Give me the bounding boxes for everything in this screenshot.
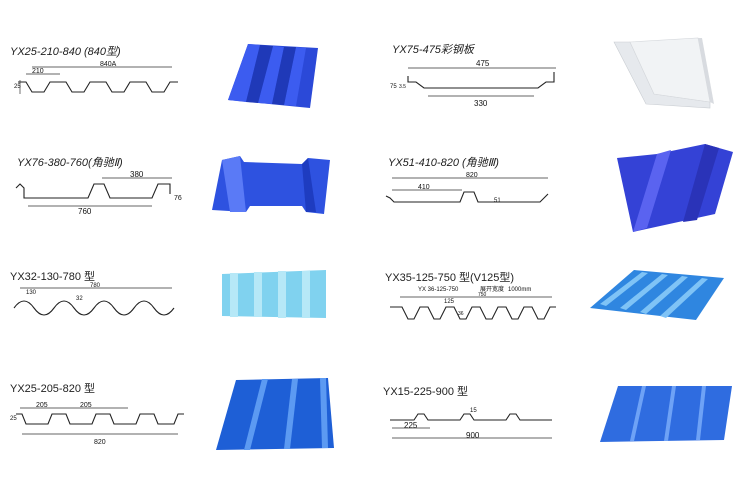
dimension-label: 51 xyxy=(494,198,501,204)
product-title: YX15-225-900 型 xyxy=(383,386,468,398)
dimension-label: 205 xyxy=(80,402,92,409)
dimension-label: 225 xyxy=(404,421,418,430)
product-title: YX75-475彩钢板 xyxy=(392,44,474,56)
dimension-label: 410 xyxy=(418,184,430,191)
profile-diagram: YX 36-125-750 展开宽度 1000mm 125 750 36 xyxy=(390,285,556,320)
dimension-label: 3.5 xyxy=(399,84,406,90)
dimension-label: YX 36-125-750 xyxy=(418,287,459,293)
profile-diagram: 380 760 76 xyxy=(15,170,182,216)
profile-diagram: 205 205 25 820 xyxy=(10,402,184,446)
dimension-label: 820 xyxy=(94,439,106,446)
dimension-label: 36 xyxy=(458,311,464,317)
dimension-label: 380 xyxy=(130,170,144,179)
dimension-label: 900 xyxy=(466,431,480,440)
dimension-label: 780 xyxy=(90,283,101,289)
dimension-label: 展开宽度 xyxy=(480,285,504,293)
product-title: YX25-205-820 型 xyxy=(10,383,95,395)
dimension-label: 75 xyxy=(390,84,397,90)
dimension-label: 76 xyxy=(174,195,182,202)
profile-diagram: 840A 210 25 xyxy=(14,61,178,94)
product-title: YX32-130-780 型 xyxy=(10,271,95,283)
product-photo xyxy=(613,37,714,109)
dimension-label: 840A xyxy=(100,61,117,68)
dimension-label: 760 xyxy=(78,207,92,216)
dimension-label: 1000mm xyxy=(508,287,531,293)
profile-diagram: 475 75 3.5 330 xyxy=(390,59,556,108)
dimension-label: 750 xyxy=(478,292,487,298)
dimension-label: 32 xyxy=(76,296,83,302)
dimension-label: 820 xyxy=(466,172,478,179)
product-photo xyxy=(212,156,330,214)
product-title: YX35-125-750 型(V125型) xyxy=(385,272,515,284)
dimension-label: 125 xyxy=(444,299,455,305)
product-photo xyxy=(222,270,326,318)
profile-diagram: 780 130 32 xyxy=(13,283,175,316)
dimension-label: 130 xyxy=(26,290,37,296)
product-title: YX76-380-760(角驰Ⅱ) xyxy=(17,157,123,169)
product-photo xyxy=(216,378,334,450)
dimension-label: 475 xyxy=(476,59,490,68)
product-photo xyxy=(228,44,318,108)
dimension-label: 25 xyxy=(10,416,17,422)
dimension-label: 15 xyxy=(470,408,477,414)
product-title: YX25-210-840 (840型) xyxy=(10,46,121,58)
dimension-label: 210 xyxy=(32,68,44,75)
dimension-label: 25 xyxy=(14,84,21,90)
product-photo xyxy=(600,386,732,442)
product-photo xyxy=(590,270,724,320)
dimension-label: 330 xyxy=(474,99,488,108)
profile-diagram: 15 225 900 xyxy=(390,408,552,440)
profile-diagram: 820 410 51 xyxy=(385,172,549,204)
product-photo xyxy=(617,144,733,232)
product-title: YX51-410-820 (角驰Ⅲ) xyxy=(388,157,499,169)
dimension-label: 205 xyxy=(36,402,48,409)
